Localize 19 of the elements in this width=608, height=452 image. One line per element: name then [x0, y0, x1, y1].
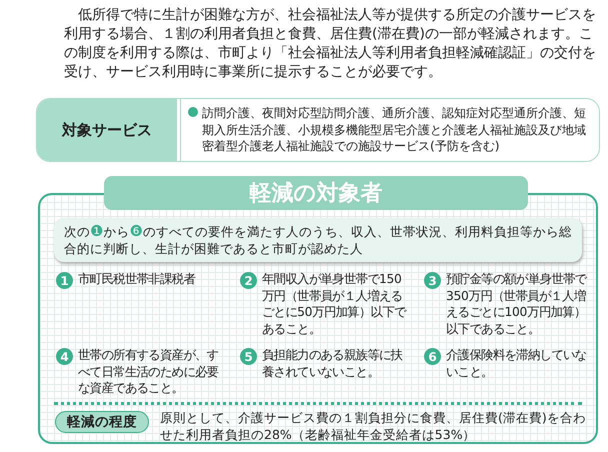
number-badge: 5 [240, 348, 257, 365]
requirement-text: 市町民税世帯非課税者 [78, 271, 196, 288]
requirement-text: 世帯の所有する資産が、すべて日常生活のために必要な資産であること。 [78, 347, 220, 396]
intro-paragraph: 低所得で特に生計が困難な方が、社会福祉法人等が提供する所定の介護サービスを利用する場合、１割の利用者負担と食費、居住費(滞在費)の一部が軽減されます。この制度を利用する際は、市町より「社会福祉法人等利用者負担軽減確認証」の交付を受け、サービス利用時に事業所に提示することが必要です。 [64, 6, 597, 82]
service-panel [36, 98, 600, 162]
number-badge: 3 [424, 272, 441, 289]
number-badge: 2 [240, 272, 257, 289]
requirement-text: 負担能力のある親族等に扶養されていないこと。 [262, 347, 404, 380]
description-text: 原則として、介護サービス費の１割負担分に食費、居住費(滞在費)を合わせた利用者負担の28%（老齢福祉年金受給者は53%） [160, 409, 587, 443]
section-tag: 軽減の程度 [55, 411, 149, 433]
number-badge: 6 [424, 348, 441, 365]
requirement-text: 預貯金等の額が単身世帯で350万円（世帯員が１人増えるごとに100万円加算）以下であること。 [446, 271, 588, 337]
service-list: 訪問介護、夜間対応型訪問介護、通所介護、認知症対応型通所介護、短期入所生活介護、小規模多機能型居宅介護と介護老人福祉施設及び地域密着型介護老人福祉施設での施設サービス(予防を含む) [180, 99, 599, 161]
number-badge: 1 [56, 272, 73, 289]
number-badge: 4 [56, 348, 73, 365]
requirement-text: 年間収入が単身世帯で150万円（世帯員が１人増えるごとに50万円加算）以下であること。 [262, 271, 408, 337]
panel-title: 軽減の対象者 [104, 176, 528, 210]
panel-heading: 対象サービス [37, 99, 180, 161]
requirement-text: 介護保険料を滞納していないこと。 [446, 347, 588, 380]
